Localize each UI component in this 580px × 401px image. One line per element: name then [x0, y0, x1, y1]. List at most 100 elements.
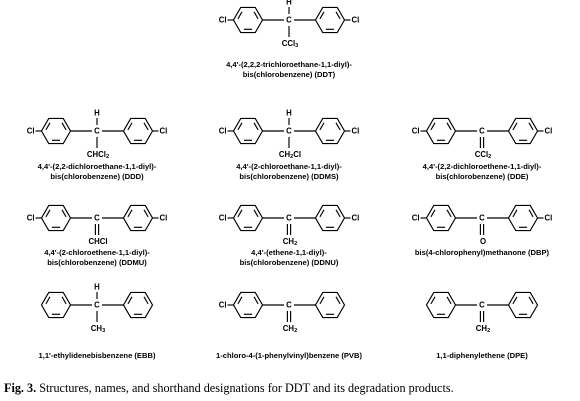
right-substituent-label: Cl: [352, 127, 360, 136]
left-substituent-label: Cl: [27, 127, 35, 136]
central-carbon-label: C: [94, 301, 100, 310]
right-ring-dde-double-bond-1: [512, 122, 518, 131]
substituent-formula: CH3: [91, 324, 105, 335]
substituent-formula: CH2Cl: [279, 150, 301, 161]
right-substituent-label: Cl: [160, 127, 168, 136]
substituent-formula: CH2: [476, 324, 490, 335]
left-ring-dde-double-bond-2: [446, 122, 452, 131]
right-ring-ddt-double-bond-2: [335, 11, 341, 20]
substituent-formula: CHCl2: [87, 150, 109, 161]
compound-name-line1: 1-chloro-4-(1-phenylvinyl)benzene (PVB): [216, 351, 362, 360]
compound-name-line1: 1,1-diphenylethene (DPE): [436, 351, 528, 360]
compound-name-line2: bis(chlorobenzene) (DDT): [242, 69, 336, 79]
compound-name-line2: bis(chlorobenzene) (DDD): [50, 171, 144, 181]
left-ring-ddt-double-bond-2: [253, 11, 259, 20]
central-carbon-label: C: [286, 127, 292, 136]
left-ring-pvb-double-bond-1: [237, 296, 243, 305]
central-carbon-label: C: [94, 214, 100, 223]
compound-name-line1: 4,4'-(ethene-1,1-diyl)-: [251, 248, 327, 257]
figure-caption: Fig. 3. Structures, names, and shorthand…: [4, 381, 576, 396]
left-ring-ddms-double-bond-1: [237, 122, 243, 131]
compound-name-ddt: 4,4'-(2,2,2-trichloroethane-1,1-diyl)-bi…: [179, 60, 399, 79]
right-ring-dde-double-bond-2: [528, 122, 534, 131]
left-ring-ddmu-double-bond-2: [61, 209, 67, 218]
compound-name-line2: bis(chlorobenzene) (DDE): [435, 171, 529, 181]
structure-dpe: C CH2: [425, 291, 539, 335]
right-ring-ddd-double-bond-2: [143, 122, 149, 131]
left-ring-ddt-double-bond-1: [237, 11, 243, 20]
left-ring-ddd-double-bond-1: [45, 122, 51, 131]
hydrogen-label: H: [286, 0, 292, 7]
substituent-formula: CCl3: [282, 39, 299, 50]
left-ring-ebb-double-bond-2: [61, 296, 67, 305]
structure-ebb: CH CH3: [40, 283, 154, 335]
left-ring-ddd-double-bond-2: [61, 122, 67, 131]
substituent-formula: CHCl: [88, 237, 107, 246]
right-ring-dbp-double-bond-2: [528, 209, 534, 218]
right-ring-pvb-double-bond-2: [335, 296, 341, 305]
right-ring-ddms-double-bond-1: [319, 122, 325, 131]
left-ring-ddmu-double-bond-1: [45, 209, 51, 218]
left-ring-dbp-double-bond-1: [430, 209, 436, 218]
right-ring-ddnu-double-bond-1: [319, 209, 325, 218]
left-substituent-label: Cl: [412, 214, 420, 223]
right-ring-ddt-double-bond-1: [319, 11, 325, 20]
right-ring-ddnu-double-bond-2: [335, 209, 341, 218]
compound-name-line1: 4,4'-(2-chloroethane-1,1-diyl)-: [236, 162, 342, 171]
compound-name-ddnu: 4,4'-(ethene-1,1-diyl)-bis(chlorobenzene…: [179, 248, 399, 267]
compound-name-line1: 4,4'-(2,2,2-trichloroethane-1,1-diyl)-: [226, 60, 352, 69]
compound-name-dpe: 1,1-diphenylethene (DPE): [372, 351, 580, 361]
left-ring-ebb-hexagon: [40, 291, 72, 319]
right-ring-ddmu-double-bond-2: [143, 209, 149, 218]
left-substituent-label: Cl: [27, 214, 35, 223]
compound-name-line1: bis(4-chlorophenyl)methanone (DBP): [414, 248, 550, 257]
right-ring-ebb-double-bond-1: [127, 296, 133, 305]
left-ring-ddms-double-bond-2: [253, 122, 259, 131]
right-ring-ddms-double-bond-2: [335, 122, 341, 131]
compound-name-line2: bis(chlorobenzene) (DDMS): [239, 171, 339, 181]
left-substituent-label: Cl: [219, 214, 227, 223]
left-substituent-label: Cl: [219, 301, 227, 310]
hydrogen-label: H: [286, 109, 292, 118]
hydrogen-label: H: [94, 283, 100, 292]
central-carbon-label: C: [479, 214, 485, 223]
compound-name-line1: 4,4'-(2,2-dichloroethane-1,1-diyl)-: [37, 162, 157, 171]
right-substituent-label: Cl: [352, 214, 360, 223]
right-ring-pvb-double-bond-1: [319, 296, 325, 305]
right-ring-ddd-double-bond-1: [127, 122, 133, 131]
right-substituent-label: Cl: [545, 127, 553, 136]
central-carbon-label: C: [479, 301, 485, 310]
left-substituent-label: Cl: [412, 127, 420, 136]
left-substituent-label: Cl: [219, 16, 227, 25]
left-ring-ebb-double-bond-1: [45, 296, 51, 305]
central-carbon-label: C: [286, 301, 292, 310]
compound-name-dde: 4,4'-(2,2-dichloroethene-1,1-diyl)-bis(c…: [372, 162, 580, 181]
right-ring-dpe-double-bond-1: [512, 296, 518, 305]
left-ring-ddnu-double-bond-1: [237, 209, 243, 218]
right-substituent-label: Cl: [160, 214, 168, 223]
right-ring-ebb-double-bond-2: [143, 296, 149, 305]
substituent-formula: O: [480, 237, 486, 246]
compound-name-ddd: 4,4'-(2,2-dichloroethane-1,1-diyl)-bis(c…: [0, 162, 207, 181]
compound-name-line2: bis(chlorobenzene) (DDMU): [47, 257, 147, 267]
compound-name-line1: 4,4'-(2-chloroethene-1,1-diyl)-: [44, 248, 150, 257]
hydrogen-label: H: [94, 109, 100, 118]
left-ring-dbp-double-bond-2: [446, 209, 452, 218]
substituent-formula: CCl2: [475, 150, 492, 161]
figure-caption-text: Structures, names, and shorthand designa…: [36, 381, 454, 395]
left-ring-dde-double-bond-1: [430, 122, 436, 131]
central-carbon-label: C: [286, 16, 292, 25]
central-carbon-label: C: [286, 214, 292, 223]
central-carbon-label: C: [479, 127, 485, 136]
right-ring-ddmu-double-bond-1: [127, 209, 133, 218]
left-ring-dpe-double-bond-1: [430, 296, 436, 305]
left-ring-pvb-double-bond-2: [253, 296, 259, 305]
